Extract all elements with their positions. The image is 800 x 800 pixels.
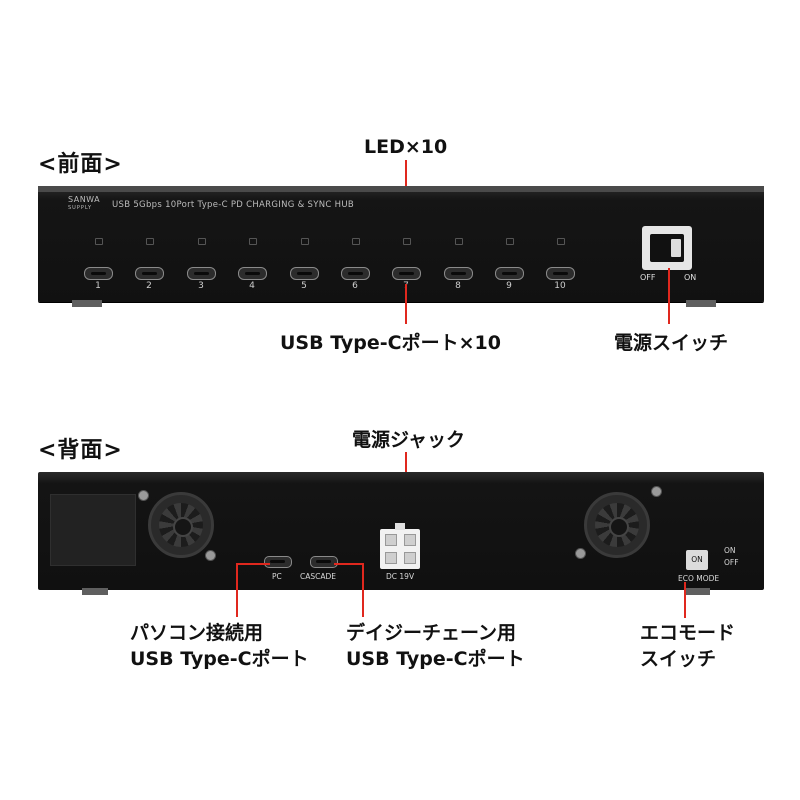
hub-front-panel: SANWA SUPPLY USB 5Gbps 10Port Type-C PD … [38,186,764,302]
usb-c-port [290,267,319,280]
front-heading: <前面> [38,152,123,177]
fan-left-icon [148,492,214,558]
jack-pin [404,552,416,564]
pc-port-callout: パソコン接続用 USB Type-Cポート [130,620,309,672]
power-jack-callout: 電源ジャック [352,429,466,451]
port-2: 2 [129,238,169,298]
jack-latch [395,523,405,530]
led-indicator [198,238,206,245]
led-indicator [301,238,309,245]
port-number: 5 [301,281,307,291]
hub-rear-panel: PC CASCADE DC 19V ON ON OFF ECO MODE [38,472,764,590]
port-9: 9 [489,238,529,298]
front-foot-left [72,300,102,307]
dc-power-jack [380,523,420,569]
model-text: USB 5Gbps 10Port Type-C PD CHARGING & SY… [112,200,354,210]
led-indicator [95,238,103,245]
port-5: 5 [284,238,324,298]
blank-plate [50,494,136,566]
led-indicator [455,238,463,245]
eco-callout-line1: エコモード [640,622,736,644]
power-switch [642,226,692,270]
jack-pin [385,534,397,546]
eco-callout-line2: スイッチ [640,648,717,670]
port-number: 9 [506,281,512,291]
led-indicator [352,238,360,245]
usb-c-port [444,267,473,280]
screw-icon [651,486,662,497]
port-4: 4 [232,238,272,298]
usb-c-port [135,267,164,280]
usb-c-port [392,267,421,280]
front-foot-right [686,300,716,307]
switch-leader-line [668,268,670,324]
port-number: 6 [352,281,358,291]
jack-pin [404,534,416,546]
rear-foot-right [684,588,710,595]
daisy-leader-vertical [362,563,364,617]
switch-on-label: ON [684,273,697,282]
screw-icon [138,490,149,501]
port-10: 10 [540,238,580,298]
usb-c-port [495,267,524,280]
led-indicator [403,238,411,245]
screw-icon [575,548,586,559]
port-number: 1 [95,281,101,291]
jack-pin [385,552,397,564]
brand-name: SANWA [68,195,101,204]
dc-jack-label: DC 19V [386,572,415,581]
usb-c-port [238,267,267,280]
daisy-callout-line1: デイジーチェーン用 [346,622,517,644]
led-indicator [506,238,514,245]
port-number: 3 [198,281,204,291]
eco-off-label: OFF [724,558,739,567]
led-indicator [557,238,565,245]
port-3: 3 [181,238,221,298]
panel-top-edge [38,186,764,192]
port-6: 6 [335,238,375,298]
port-number: 10 [554,281,566,291]
cascade-port-label: CASCADE [300,572,337,581]
eco-switch-callout: エコモード スイッチ [640,620,735,672]
usb-c-port [187,267,216,280]
usb-c-port [84,267,113,280]
eco-mode-switch: ON [686,550,708,570]
led-callout: LED×10 [364,136,448,158]
led-indicator [249,238,257,245]
pc-usb-c-port [264,556,292,568]
rear-foot-left [82,588,108,595]
brand-sub: SUPPLY [68,205,93,211]
power-switch-rocker [650,234,684,262]
eco-mode-label: ECO MODE [678,574,720,583]
pc-port-callout-line1: パソコン接続用 [130,622,264,644]
pc-port-leader-horizontal [236,563,270,565]
port-1: 1 [78,238,118,298]
switch-off-label: OFF [640,273,656,282]
daisy-callout-line2: USB Type-Cポート [346,648,525,670]
port-number: 4 [249,281,255,291]
pc-port-leader-vertical [236,563,238,617]
port-number: 2 [146,281,152,291]
port-8: 8 [438,238,478,298]
daisy-leader-horizontal [334,563,364,565]
port-number: 8 [455,281,461,291]
eco-on-label: ON [724,546,736,555]
usb-c-port [546,267,575,280]
pc-port-label: PC [272,572,282,581]
eco-leader-line [684,582,686,618]
brand-logo: SANWA SUPPLY [68,196,100,212]
rear-heading: <背面> [38,438,123,463]
cascade-usb-c-port [310,556,338,568]
fan-right-icon [584,492,650,558]
usb-c-port [341,267,370,280]
daisy-chain-callout: デイジーチェーン用 USB Type-Cポート [346,620,525,672]
pc-port-callout-line2: USB Type-Cポート [130,648,309,670]
led-indicator [146,238,154,245]
power-switch-callout: 電源スイッチ [614,332,729,354]
usb-leader-line [405,284,407,324]
screw-icon [205,550,216,561]
usb-ports-callout: USB Type-Cポート×10 [280,332,501,354]
